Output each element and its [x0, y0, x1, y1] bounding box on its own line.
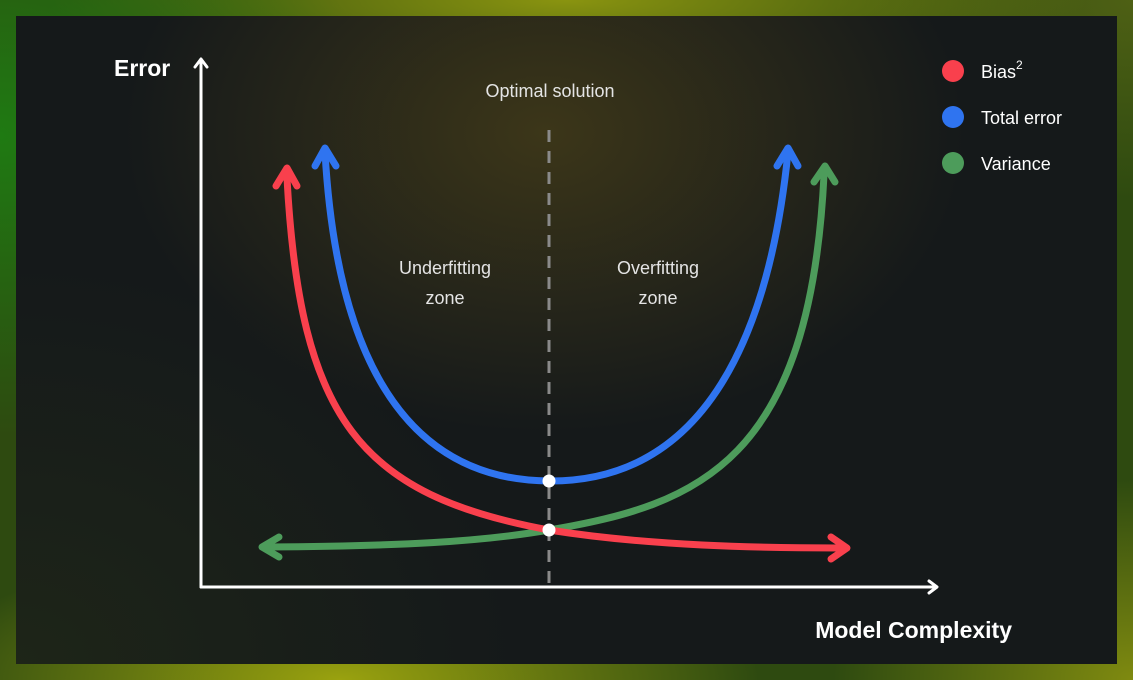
bias-arrow-up-icon — [272, 164, 301, 190]
legend-total-error-swatch — [942, 106, 964, 128]
overfitting-zone-label-line1: Overfitting — [617, 258, 699, 278]
bias-curve — [283, 174, 844, 552]
total-error-arrow-right-icon — [773, 144, 802, 170]
total-error-arrow-left-icon — [311, 144, 340, 170]
underfitting-zone-label-line2: zone — [425, 288, 464, 308]
legend-variance-label: Variance — [981, 154, 1051, 174]
legend: Bias2 Total error Variance — [942, 58, 1062, 174]
variance-curve — [262, 171, 828, 551]
y-axis-label: Error — [114, 55, 170, 81]
legend-total-error-label: Total error — [981, 108, 1062, 128]
legend-bias-superscript: 2 — [1016, 58, 1023, 72]
variance-arrow-left-icon — [258, 533, 283, 561]
underfitting-zone-label-line1: Underfitting — [399, 258, 491, 278]
total-error-curve — [321, 148, 792, 485]
overfitting-zone-label-line2: zone — [638, 288, 677, 308]
legend-bias-swatch — [942, 60, 964, 82]
x-axis-arrow-icon — [927, 579, 939, 595]
y-axis-arrow-icon — [193, 57, 209, 69]
bias-variance-intersection-marker — [542, 523, 556, 537]
x-axis-label: Model Complexity — [815, 617, 1012, 643]
legend-variance-swatch — [942, 152, 964, 174]
legend-bias-label: Bias2 — [981, 58, 1023, 82]
legend-bias-text: Bias — [981, 62, 1016, 82]
optimal-solution-label: Optimal solution — [485, 81, 614, 101]
bias-arrow-right-icon — [827, 533, 851, 563]
total-error-minimum-marker — [542, 474, 556, 488]
variance-arrow-up-icon — [810, 162, 839, 186]
